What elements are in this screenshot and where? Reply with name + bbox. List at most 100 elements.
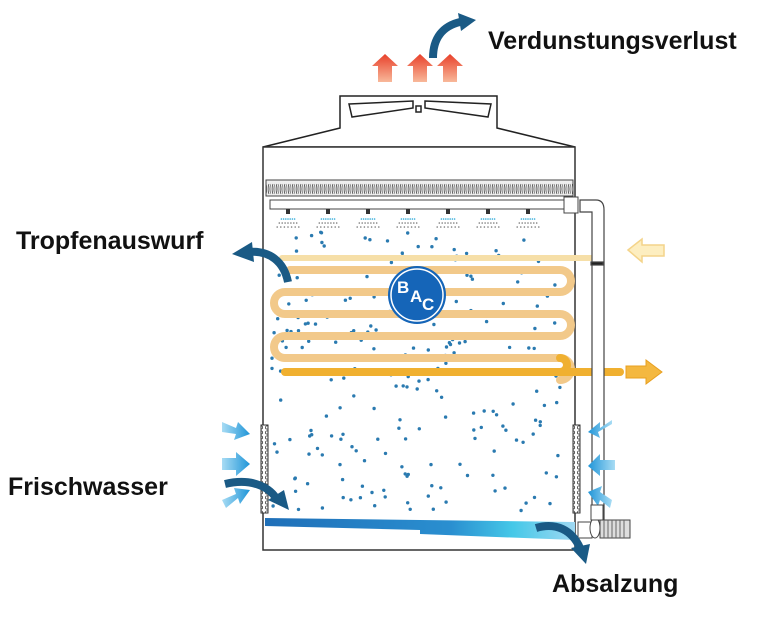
water-droplet xyxy=(338,406,342,410)
water-droplet xyxy=(382,488,386,492)
water-droplet xyxy=(309,233,314,238)
water-droplet xyxy=(454,299,458,304)
logo-letter-c: C xyxy=(422,295,434,314)
water-droplet xyxy=(471,411,476,415)
water-droplet xyxy=(300,345,304,350)
water-droplet xyxy=(305,482,310,486)
water-droplet xyxy=(369,324,373,328)
water-droplet xyxy=(293,477,297,481)
curved-arrow-up-right-icon xyxy=(429,13,476,59)
air-arrow-icon xyxy=(222,422,250,440)
water-droplet xyxy=(362,459,367,463)
water-droplet xyxy=(272,442,277,446)
water-droplet xyxy=(309,428,313,433)
water-droplet xyxy=(473,436,477,441)
water-droplet xyxy=(324,414,329,418)
water-droplet xyxy=(408,507,412,511)
water-droplet xyxy=(431,507,435,511)
water-droplet xyxy=(374,328,378,332)
water-droplet xyxy=(558,385,562,390)
basin-water xyxy=(265,518,575,540)
water-droplet xyxy=(342,376,346,380)
water-droplet xyxy=(531,432,535,436)
water-droplet xyxy=(470,277,475,281)
water-droplet xyxy=(411,346,416,350)
water-droplet xyxy=(554,475,559,479)
water-droplet xyxy=(452,247,456,252)
water-droplet xyxy=(403,472,407,476)
water-droplet xyxy=(535,389,539,393)
spray-header xyxy=(269,196,579,214)
water-droplet xyxy=(479,425,483,430)
riser-pipe xyxy=(579,199,605,521)
water-droplet xyxy=(401,384,405,388)
water-droplet xyxy=(472,428,476,432)
fan-stack xyxy=(262,95,576,148)
water-droplet xyxy=(320,506,325,510)
water-droplet xyxy=(406,501,410,505)
water-droplet xyxy=(491,409,495,413)
water-droplet xyxy=(368,238,372,242)
air-arrow-icon xyxy=(588,486,612,508)
water-droplet xyxy=(464,251,469,256)
water-droplet xyxy=(270,366,274,371)
water-droplet xyxy=(389,260,394,265)
arrow-right-icon xyxy=(625,359,663,385)
water-droplet xyxy=(426,348,430,352)
water-droplet xyxy=(376,437,380,441)
drift-eliminator xyxy=(265,179,574,197)
water-droplet xyxy=(334,340,338,344)
water-droplet xyxy=(271,504,275,508)
water-droplet xyxy=(443,415,448,419)
arrow-left-icon xyxy=(626,237,665,264)
water-droplet xyxy=(372,406,376,411)
water-droplet xyxy=(532,346,536,351)
spray-nozzle-icon xyxy=(476,209,500,228)
water-droplet xyxy=(394,384,398,388)
water-droplet xyxy=(535,304,539,308)
water-droplet xyxy=(501,301,505,306)
water-droplet xyxy=(447,341,452,345)
water-droplet xyxy=(405,385,409,389)
spray-nozzle-icon xyxy=(396,209,420,228)
water-droplet xyxy=(553,283,557,287)
water-droplet xyxy=(524,501,528,505)
air-arrow-icon xyxy=(222,452,250,476)
water-droplet xyxy=(469,274,473,278)
water-droplet xyxy=(365,274,369,279)
water-droplet xyxy=(285,328,289,333)
curved-arrow-down-icon xyxy=(224,477,289,510)
water-droplet xyxy=(484,319,489,324)
water-droplet xyxy=(494,413,499,417)
water-droplet xyxy=(343,298,348,302)
water-droplet xyxy=(501,424,505,428)
curved-arrow-down-icon xyxy=(534,522,590,564)
water-droplet xyxy=(514,438,519,442)
water-droplet xyxy=(276,317,280,321)
air-arrow-icon xyxy=(588,420,612,438)
water-droplet xyxy=(434,237,438,241)
water-droplet xyxy=(383,495,387,499)
water-droplet xyxy=(444,500,448,504)
water-droplet xyxy=(553,321,557,325)
water-droplet xyxy=(491,473,495,477)
water-droplet xyxy=(538,423,542,428)
water-droplet xyxy=(339,437,343,441)
water-droplet xyxy=(270,356,274,360)
spray-nozzle-icon xyxy=(316,209,340,228)
water-droplet xyxy=(293,489,298,493)
water-droplet xyxy=(457,341,462,345)
water-droplet xyxy=(295,276,299,280)
water-droplet xyxy=(533,418,538,422)
water-droplet xyxy=(504,428,508,432)
water-droplet xyxy=(538,420,542,424)
water-droplet xyxy=(397,426,401,430)
water-droplet xyxy=(349,498,353,502)
water-droplet xyxy=(406,231,410,235)
recirculation-pump xyxy=(577,504,631,539)
water-droplet xyxy=(444,345,449,349)
water-droplet xyxy=(458,462,462,466)
water-droplet xyxy=(341,495,345,500)
water-droplet xyxy=(511,402,515,406)
air-inflow-right xyxy=(588,420,615,508)
